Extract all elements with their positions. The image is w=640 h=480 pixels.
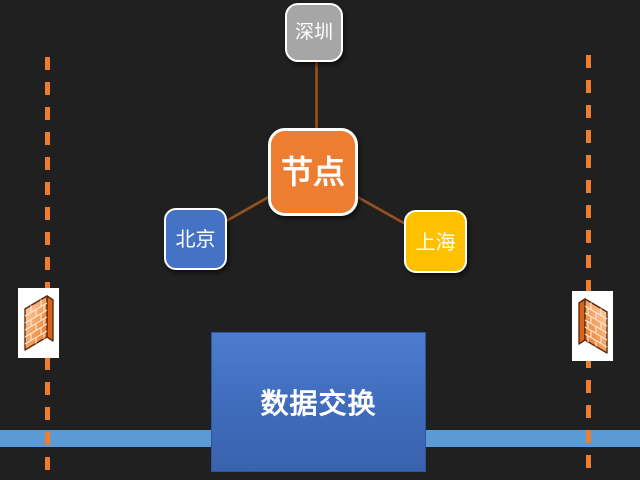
- node-center-label: 节点: [280, 153, 345, 191]
- data-exchange-box: 数据交换: [211, 332, 426, 472]
- node-shenzhen-label: 深圳: [294, 21, 333, 43]
- firewall-brick-wall-icon: [577, 298, 608, 354]
- node-shanghai-label: 上海: [415, 229, 456, 254]
- node-shanghai: 上海: [404, 210, 467, 273]
- node-beijing-label: 北京: [175, 227, 216, 251]
- node-beijing: 北京: [164, 208, 227, 270]
- right-firewall-icon: [572, 291, 613, 361]
- left-boundary-dashed-line: [45, 57, 50, 480]
- node-center: 节点: [268, 128, 358, 216]
- right-boundary-dashed-line: [586, 55, 591, 480]
- left-firewall-icon: [18, 288, 59, 358]
- firewall-brick-wall-icon: [23, 295, 54, 351]
- node-shenzhen: 深圳: [285, 3, 343, 62]
- data-exchange-label: 数据交换: [260, 387, 377, 420]
